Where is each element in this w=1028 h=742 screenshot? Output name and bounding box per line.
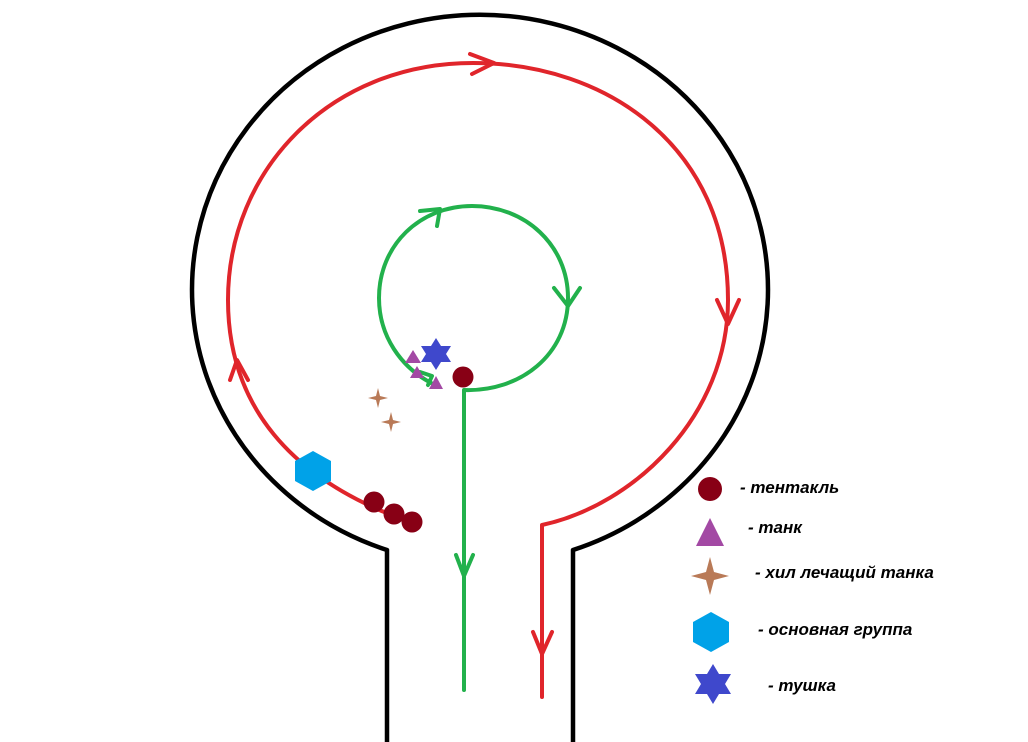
tanks — [405, 350, 443, 389]
legend-label-tank: - танк — [748, 518, 803, 537]
red-arrow-left — [228, 358, 250, 382]
tank-marker — [429, 376, 443, 389]
green-arrow-right — [552, 286, 582, 308]
legend-label-boss: - тушка — [768, 676, 836, 695]
healer-marker — [381, 412, 401, 432]
healer-marker — [368, 388, 388, 408]
tentacles — [363, 366, 474, 533]
tentacle-marker — [363, 491, 385, 513]
red-arrow-right — [715, 298, 741, 326]
tentacle-marker — [452, 366, 474, 388]
red-path-arrows — [228, 52, 741, 656]
green-arrow-bottom — [454, 553, 475, 578]
green-path-arrows — [418, 207, 582, 578]
main-group-marker — [295, 451, 331, 491]
legend-label-healer: - хил лечащий танка — [755, 563, 934, 582]
legend-label-tentacle: - тентакль — [740, 478, 839, 497]
tank-triangle-icon — [696, 518, 724, 546]
tank-marker — [405, 350, 421, 363]
green-arrow-top — [418, 207, 442, 228]
healers — [368, 388, 401, 432]
group-hexagon-icon — [693, 612, 729, 652]
red-arrow-top — [468, 52, 496, 76]
legend-label-group: - основная группа — [758, 620, 912, 639]
boss-marker — [421, 338, 451, 370]
green-arrow-small — [418, 370, 434, 387]
tank-marker — [410, 366, 424, 378]
tentacle-marker — [401, 511, 423, 533]
tentacle-marker — [383, 503, 405, 525]
red-movement-path — [226, 61, 730, 699]
arena-wall — [189, 12, 771, 742]
boss-star-icon — [695, 664, 731, 704]
legend: - тентакль - танк - хил лечащий танка - … — [691, 477, 934, 704]
red-arrow-bottom — [531, 630, 554, 656]
healer-star-icon — [691, 557, 729, 595]
green-movement-path — [377, 204, 570, 692]
tentacle-circle-icon — [698, 477, 722, 501]
